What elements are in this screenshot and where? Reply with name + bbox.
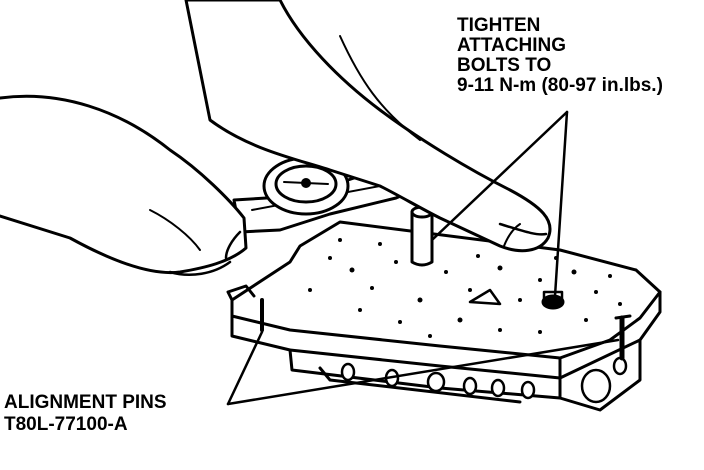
alignment-pins-part-number: T80L-77100-A bbox=[4, 414, 128, 435]
torque-spec-line: 9-11 N-m (80-97 in.lbs.) bbox=[457, 75, 663, 96]
torque-callout: TIGHTEN ATTACHING BOLTS TO 9-11 N-m (80-… bbox=[457, 16, 663, 96]
alignment-pin-right bbox=[614, 314, 632, 361]
torque-callout-line: ATTACHING bbox=[457, 35, 567, 56]
socket-extension bbox=[410, 205, 434, 267]
side-bores bbox=[340, 356, 628, 404]
plate-surface-holes bbox=[308, 238, 622, 338]
left-hand bbox=[0, 94, 248, 276]
right-hand bbox=[184, 0, 552, 253]
bolt bbox=[541, 290, 565, 310]
surface-triangle-mark bbox=[468, 288, 502, 306]
leader-lines-pins bbox=[226, 330, 620, 406]
torque-callout-line: BOLTS TO bbox=[457, 55, 552, 76]
alignment-pins-label: ALIGNMENT PINS bbox=[4, 392, 167, 413]
torque-callout-line: TIGHTEN bbox=[457, 15, 541, 36]
leader-lines-torque bbox=[430, 110, 569, 298]
alignment-pins-callout: ALIGNMENT PINS T80L-77100-A bbox=[4, 393, 167, 437]
